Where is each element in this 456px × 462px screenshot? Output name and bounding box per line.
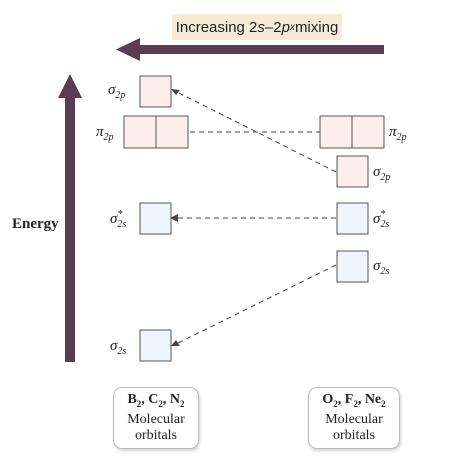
banner-x: x <box>289 21 295 33</box>
right-sigma2s-star-box <box>336 202 369 235</box>
left-sigma2s-star-label: σ*2s <box>110 209 127 230</box>
left-sigma2s-box <box>139 329 172 362</box>
dash-sigma2p <box>176 91 337 173</box>
banner-p: p <box>281 18 290 36</box>
left-sigma2s-star-box <box>139 202 172 235</box>
left-caption-line2: orbitals <box>135 427 177 443</box>
left-sigma2p-box <box>139 75 172 108</box>
right-caption-line2: orbitals <box>333 427 375 443</box>
arrowhead-sigma2s-star <box>170 214 178 222</box>
left-sigma2s-label: σ2s <box>110 338 127 357</box>
right-caption-molecules: O2, F2, Ne2 <box>322 392 386 409</box>
left-pi2p-box-2 <box>155 115 189 149</box>
right-sigma2s-box <box>336 250 369 283</box>
left-pi2p-label: π2p <box>96 124 114 143</box>
banner-s: s <box>257 18 265 36</box>
left-caption-line1: Molecular <box>127 411 185 427</box>
energy-arrow <box>58 74 82 362</box>
left-sigma2p-label: σ2p <box>108 82 126 101</box>
right-caption-line1: Molecular <box>325 411 383 427</box>
energy-axis-label: Energy <box>12 216 59 232</box>
banner-dash: –2 <box>264 18 282 36</box>
right-sigma2s-star-label: σ*2s <box>373 209 390 230</box>
banner-suffix: mixing <box>294 18 339 36</box>
left-pi2p-box-1 <box>123 115 157 149</box>
left-caption: B2, C2, N2 Molecular orbitals <box>113 387 199 449</box>
right-pi2p-box-1 <box>319 115 353 149</box>
right-caption: O2, F2, Ne2 Molecular orbitals <box>308 387 400 449</box>
left-caption-molecules: B2, C2, N2 <box>127 392 185 409</box>
right-sigma2p-label: σ2p <box>373 164 391 183</box>
dash-sigma2s <box>175 264 337 345</box>
right-pi2p-box-2 <box>351 115 385 149</box>
banner-prefix: Increasing 2 <box>175 18 258 36</box>
right-sigma2s-label: σ2s <box>373 258 390 277</box>
mixing-arrow <box>116 38 384 61</box>
right-sigma2p-box <box>336 155 369 188</box>
arrowhead-sigma2p <box>171 89 180 95</box>
correlation-lines <box>175 91 337 345</box>
right-pi2p-label: π2p <box>389 124 407 143</box>
arrowhead-sigma2s <box>171 340 180 346</box>
